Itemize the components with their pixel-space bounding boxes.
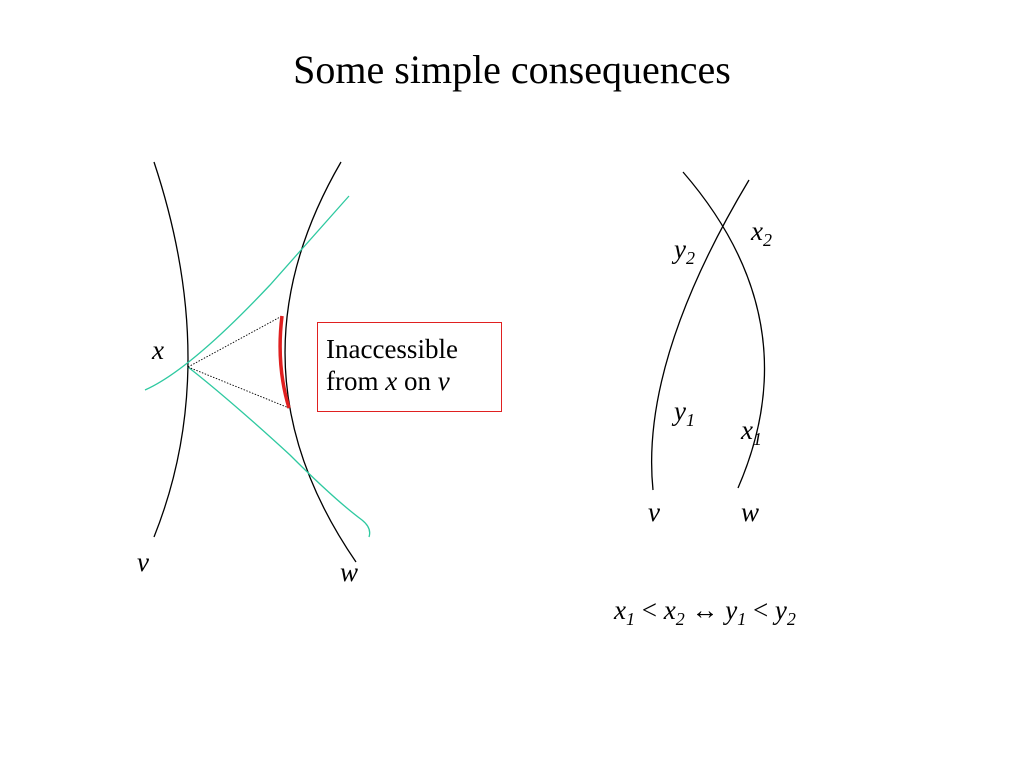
right-curve-w xyxy=(682,171,766,489)
curve-v xyxy=(153,161,189,538)
dotted-line-upper xyxy=(187,315,283,368)
inaccessible-line1: Inaccessible xyxy=(326,334,458,364)
label-x1: x1 xyxy=(741,415,762,449)
curve-w-label: w xyxy=(340,557,359,587)
point-x-label: x xyxy=(152,335,164,365)
right-curve-w-label: w xyxy=(741,497,760,527)
inaccessible-arc xyxy=(278,315,291,409)
dotted-line-lower xyxy=(187,366,290,409)
right-curve-v xyxy=(650,179,750,491)
label-y2: y2 xyxy=(674,234,695,268)
ordering-formula: x1 < x2 ↔ y1 < y2 xyxy=(614,595,796,629)
label-y1: y1 xyxy=(674,396,695,430)
curve-w xyxy=(284,161,357,563)
slide-title: Some simple consequences xyxy=(293,47,731,92)
inaccessible-line2: from x on v xyxy=(326,366,450,396)
right-curve-v-label: v xyxy=(648,497,660,527)
tangent-curve-upper xyxy=(144,195,350,391)
curve-v-label: v xyxy=(137,547,149,577)
label-x2: x2 xyxy=(751,216,772,250)
tangent-curve-lower xyxy=(187,366,371,538)
inaccessible-box: Inaccessible from x on v xyxy=(317,322,502,412)
